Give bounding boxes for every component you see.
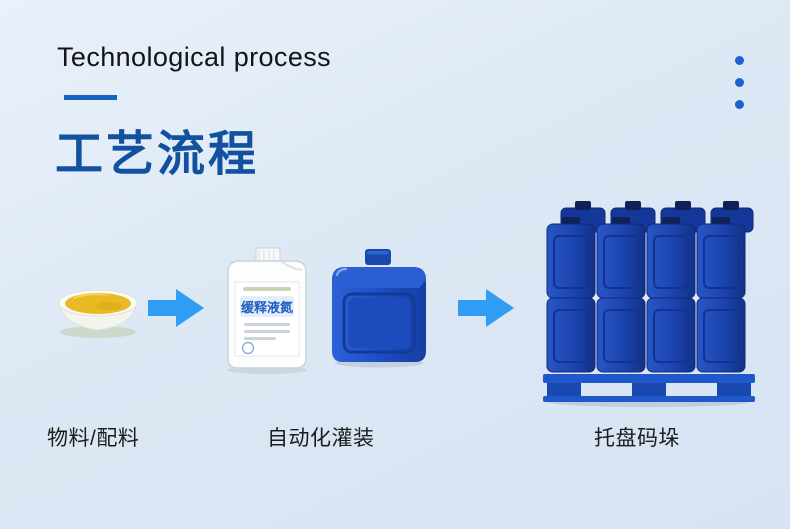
dot: [735, 100, 744, 109]
dot: [735, 78, 744, 87]
pallet-stack-image: [543, 198, 755, 408]
flow-arrow-right-icon: [456, 285, 516, 331]
section-title-zh: 工艺流程: [55, 128, 260, 181]
section-title-en: Technological process: [57, 42, 332, 72]
step-label-materials: 物料/配料: [47, 427, 140, 450]
step-label-auto-filling: 自动化灌装: [267, 427, 375, 450]
vertical-dots-icon: [735, 56, 744, 109]
blue-jerrycan-graphic: [332, 249, 426, 368]
pallet-stack-graphic: [543, 201, 755, 407]
blue-jerrycan-image: [327, 248, 431, 368]
title-accent-dash: [64, 95, 117, 100]
flow-arrow-right-icon: [146, 285, 206, 331]
white-jerrycan-image: 缓释液氮: [220, 246, 314, 374]
oil-bowl-graphic: [58, 289, 138, 338]
white-jerrycan-graphic: 缓释液氮: [227, 247, 307, 374]
materials-bowl-image: [48, 276, 148, 340]
product-name-text: 缓释液氮: [241, 300, 293, 315]
dot: [735, 56, 744, 65]
step-label-palletizing: 托盘码垛: [594, 427, 680, 450]
